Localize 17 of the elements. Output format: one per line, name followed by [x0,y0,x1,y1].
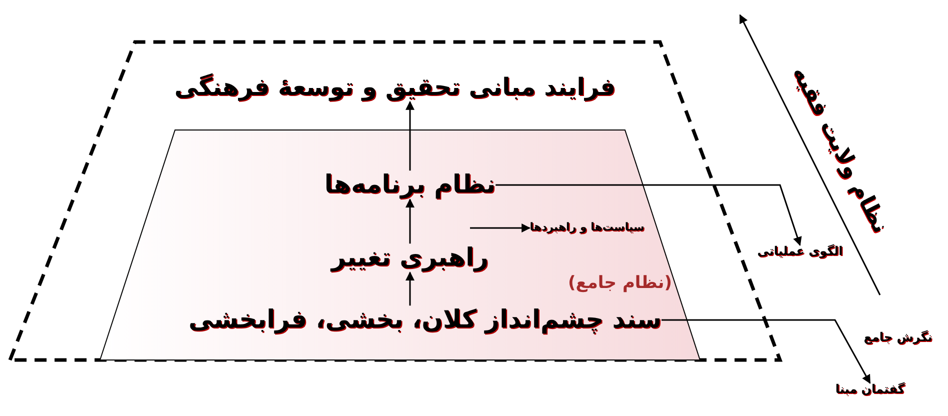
arrow [406,272,414,306]
stage-text: سند چشم‌انداز کلان، بخشی، فرابخشی [188,306,662,334]
arrow [496,184,802,246]
trapezoid-panel [100,130,700,360]
arrow [406,100,414,171]
arrow [406,198,414,244]
arrow [470,224,531,232]
side-text: گفتمان مبنا [835,383,905,397]
edge-label: نگرش جامع [864,331,932,345]
arrow [662,319,871,384]
heading-text: فرایند مبانی تحقیق و توسعهٔ فرهنگی [174,74,616,102]
rotated-label: نظام ولایت فقیه [787,62,893,238]
stage-text: راهبری تغییر [331,244,489,272]
stage-text: نظام برنامه‌ها [324,170,496,200]
side-text: الگوی عملیاتی [757,245,843,259]
subtitle-text: (نظام جامع) [568,274,672,294]
side-text: سیاست‌ها و راهبردها [530,222,644,234]
